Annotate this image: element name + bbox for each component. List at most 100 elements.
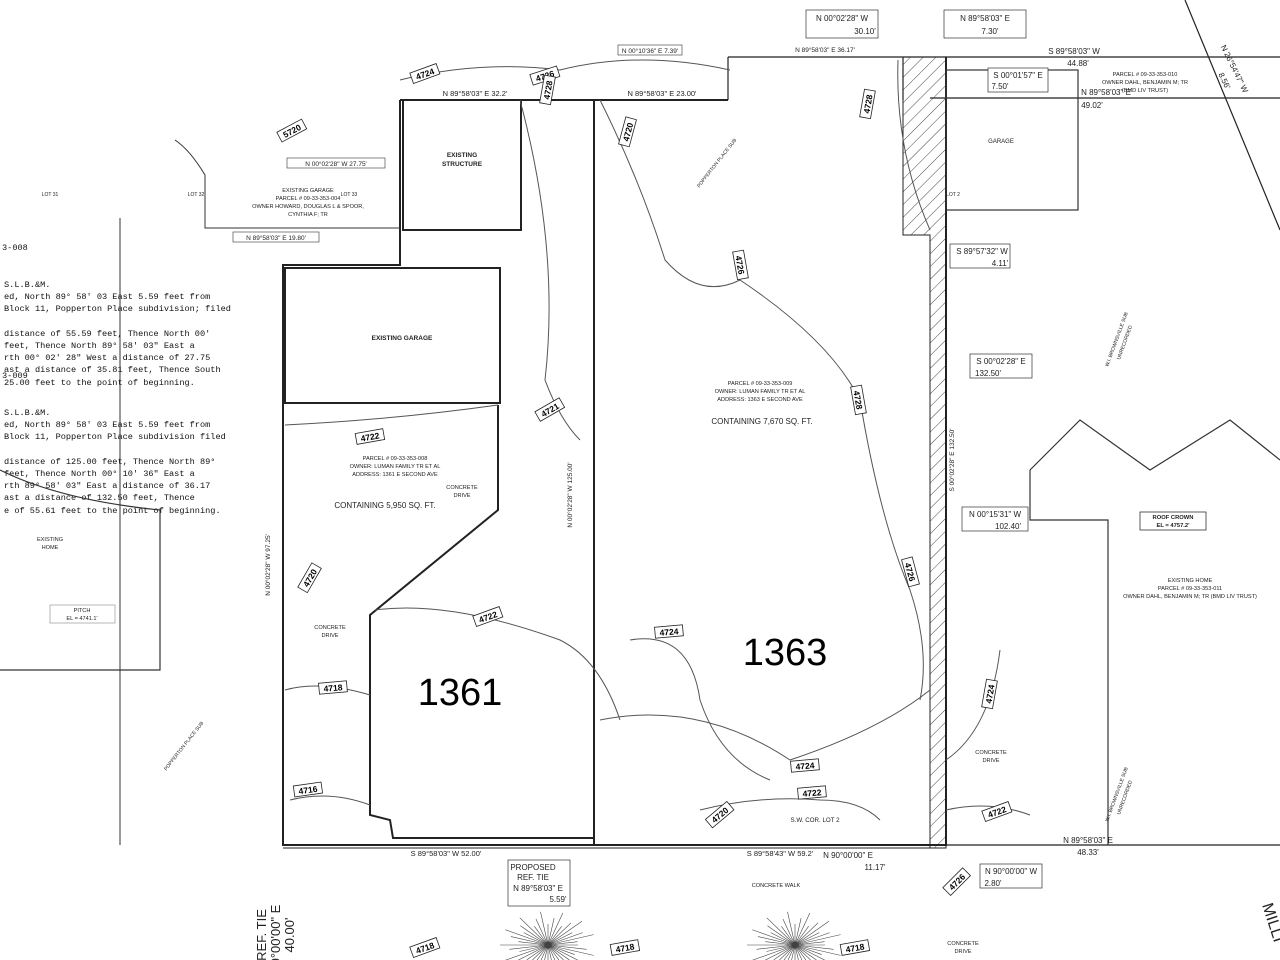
contour-tag: 5720 [276,118,308,143]
concrete-drive-d-2: DRIVE [954,949,971,955]
parcel-1363-line-2: OWNER: LUMAN FAMILY TR ET AL [715,389,806,395]
tree-stroke [752,929,796,946]
tree-stroke [518,941,549,946]
howard-line-3: OWNER HOWARD, DOUGLAS L & SPOOR, [252,204,364,210]
bearing-b17: N 00°02'28" W 125.00' [566,462,574,527]
contour-tag: 4726 [942,867,972,897]
lot32-label: LOT 32 [188,192,205,198]
contour-tag: 4724 [409,63,441,84]
tree-stroke [547,917,555,946]
roof-crown-label: ROOF CROWN [1153,515,1194,521]
tree-stroke [547,944,565,960]
lot-number-1361: 1361 [418,672,503,714]
bearing-b9-dist: 7.50' [991,82,1009,91]
neighbor-dahl-top-info: PARCEL # 09-33-353-010 OWNER DAHL, BENJA… [1102,72,1188,94]
tree-stroke [540,944,549,960]
dahl-home-line-3: OWNER DAHL, BENJAMIN M; TR (BMD LIV TRUS… [1123,594,1257,600]
tree-stroke [766,944,796,952]
legal-description-1: 3-008 S.L.B.&M.ed, North 89° 58' 03 East… [0,218,231,401]
existing-home-left-outline [0,469,161,671]
contour-tag: 4726 [732,249,749,281]
pitch-box: PITCH EL = 4741.1' [49,604,116,624]
contour-tag-value: 4724 [795,760,815,772]
bearing-b12: N 89°58'03" E 19.80' [246,234,306,242]
parcel-1361-line-2: OWNER: LUMAN FAMILY TR ET AL [350,464,441,470]
concrete-drive-outline [369,405,594,839]
tree-stroke [523,932,549,946]
legal-1-line: S.L.B.&M. [4,280,51,291]
neighbor-howard-info: EXISTING GARAGE PARCEL # 09-33-353-004 O… [252,188,364,218]
tree-stroke [547,944,575,955]
bearing-b13: S 89°57'32" W [956,247,1008,256]
legal-2-line: distance of 125.00 feet, Thence North 89… [4,456,216,467]
roof-crown-box: ROOF CROWN EL = 4757.2' [1139,511,1207,531]
ref-tie-left-2: 0°00'00" E [268,904,283,960]
concrete-drive-c-2: DRIVE [982,758,999,764]
dahl-top-line-3: (BMD LIV TRUST) [1122,88,1168,94]
lot-number-1363: 1363 [743,632,828,674]
contour-tag-value: 4722 [360,430,381,443]
contour-tag-value: 4718 [615,941,636,954]
dahl-home-line-1: EXISTING HOME [1168,578,1213,584]
contour-tag-value: 4728 [851,390,864,411]
tree-stroke [794,944,807,960]
bearing-b18: S 00°02'28" E 132.50' [948,428,956,491]
parcel-info-1363: PARCEL # 09-33-353-009 OWNER: LUMAN FAMI… [711,381,812,426]
contour-tag-value: 4728 [861,94,874,115]
dahl-top-line-2: OWNER DAHL, BENJAMIN M; TR [1102,80,1188,86]
tree-stroke [794,944,822,955]
tree-stroke [547,941,578,946]
tree-stroke [547,944,570,960]
bearing-b9: S 00°01'57" E [993,71,1042,80]
contour-tag: 4724 [654,624,684,639]
bearing-b14: S 00°02'28" E [976,357,1025,366]
tree-stroke [764,944,796,960]
bearing-b22: N 90°00'00" W [985,867,1037,876]
legal-1-line: ed, North 89° 58' 03 East 5.59 feet from [4,292,211,303]
tree-stroke [547,926,562,946]
bearing-b23-dist: 48.33' [1077,848,1099,857]
concrete-drive-a-1: CONCRETE [446,485,478,491]
bearing-b1-dist: 30.10' [854,27,876,36]
dahl-top-line-1: PARCEL # 09-33-353-010 [1113,72,1178,78]
bearing-b3-dist: 44.88' [1067,59,1089,68]
tree-stroke [770,932,796,946]
contour-tag-value: 4726 [903,562,918,583]
legal-2-line: ed, North 89° 58' 03 East 5.59 feet from [4,420,211,431]
tree-stroke [509,944,549,950]
contour-tag: 4718 [609,939,641,956]
legal-1-body: S.L.B.&M.ed, North 89° 58' 03 East 5.59 … [4,279,231,389]
bearing-b15: N 00°15'31" W [969,510,1021,519]
contour-tag: 4722 [981,801,1013,822]
tree-stroke [505,929,549,946]
tree-stroke [794,944,834,950]
bearing-b2-dist: 7.30' [981,27,999,36]
ref-tie-line-4: 5.59' [549,895,567,904]
tree-stroke [540,911,549,946]
tree-stroke [794,932,820,946]
hatched-strip [902,56,947,849]
tree-stroke [547,944,556,960]
tree-stroke [766,917,796,946]
tree-stroke [791,944,796,960]
tree-stroke [794,944,812,960]
tree-stroke [547,944,560,960]
tree-stroke [778,944,796,960]
contour-tag: 4722 [354,428,386,445]
tree-stroke [547,944,579,960]
lot33-label: LOT 33 [341,192,358,198]
existing-home-right-outline [1029,419,1280,471]
tree-stroke [794,917,802,946]
parcel-boundaries [282,57,947,846]
tree-stroke [794,934,841,946]
tree-stroke [765,941,796,946]
tree-stroke [794,941,825,946]
ref-tie-left-1: REF. TIE [254,909,269,960]
contour-tag: 4720 [297,562,322,594]
sw-cor-lot2-label: S.W. COR. LOT 2 [790,817,840,824]
legal-2-line: S.L.B.&M. [4,408,51,419]
tree-stroke [794,944,826,960]
contour-tag: 4724 [981,678,998,710]
contour-tag-value: 4718 [323,682,343,694]
